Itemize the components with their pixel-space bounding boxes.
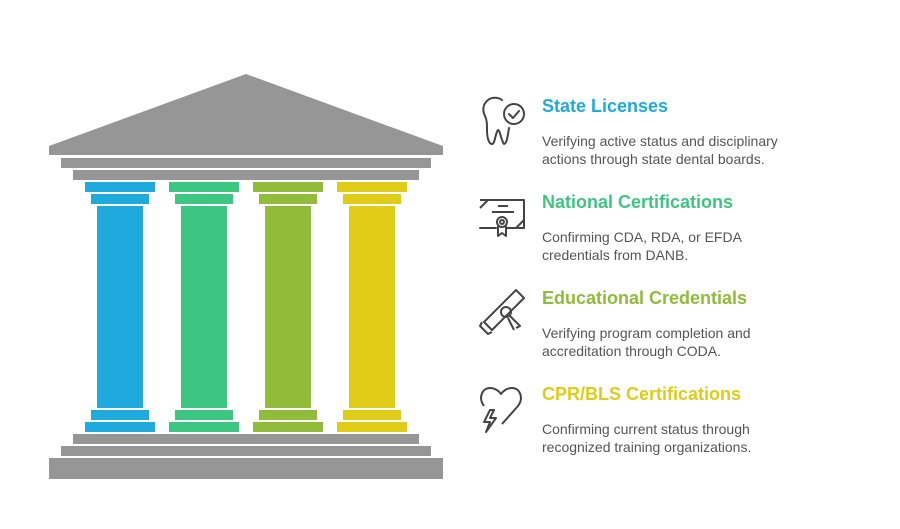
tooth-check-icon <box>482 96 525 145</box>
column-capital <box>91 194 149 204</box>
item-title: National Certifications <box>542 192 734 212</box>
item-title: State Licenses <box>542 96 669 116</box>
column-capital <box>337 182 407 192</box>
roof-band <box>73 170 419 180</box>
column-base <box>91 410 149 420</box>
base-step <box>49 458 443 479</box>
item-description: Verifying active status and disciplinary… <box>542 133 778 167</box>
roof-band <box>61 158 431 168</box>
column-capital <box>175 194 233 204</box>
column-base <box>85 422 155 432</box>
column-capital <box>343 194 401 204</box>
column-base <box>337 422 407 432</box>
item-educational-credentials: Educational Credentials Verifying progra… <box>476 286 876 376</box>
column-capital <box>259 194 317 204</box>
item-national-certifications: National Certifications Confirming CDA, … <box>476 190 876 280</box>
diploma-icon <box>479 289 525 335</box>
roof <box>49 74 443 155</box>
column-shaft <box>265 206 311 408</box>
base-step <box>73 434 419 444</box>
column-2 <box>169 182 239 432</box>
column-capital <box>85 182 155 192</box>
certificate-icon <box>479 199 525 237</box>
column-4 <box>337 182 407 432</box>
column-shaft <box>181 206 227 408</box>
column-base <box>169 422 239 432</box>
temple-diagram <box>49 74 443 479</box>
item-cpr-bls-certifications: CPR/BLS Certifications Confirming curren… <box>476 382 876 472</box>
item-state-licenses: State Licenses Verifying active status a… <box>476 94 876 184</box>
column-1 <box>85 182 155 432</box>
column-3 <box>253 182 323 432</box>
base-step <box>61 446 431 456</box>
column-base <box>253 422 323 432</box>
column-capital <box>253 182 323 192</box>
column-capital <box>169 182 239 192</box>
column-base <box>343 410 401 420</box>
column-shaft <box>97 206 143 408</box>
column-base <box>259 410 317 420</box>
column-shaft <box>349 206 395 408</box>
column-base <box>175 410 233 420</box>
item-title: Educational Credentials <box>542 288 748 308</box>
item-title: CPR/BLS Certifications <box>542 384 742 404</box>
heart-lightning-icon <box>480 387 522 433</box>
